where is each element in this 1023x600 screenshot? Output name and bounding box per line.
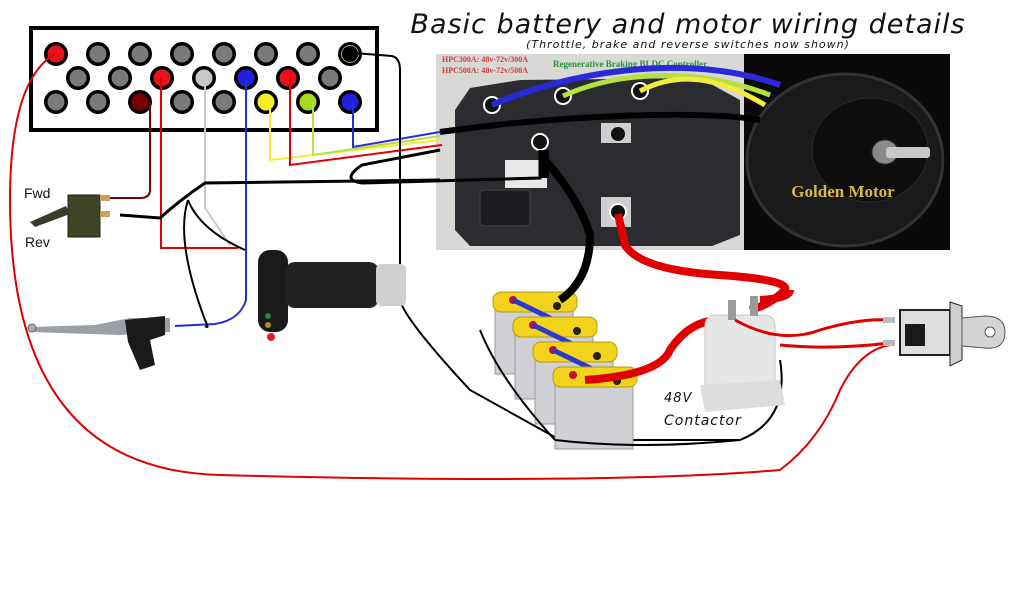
phase-wire-yellow — [638, 76, 767, 108]
diagram-subtitle: (Throttle, brake and reverse switches no… — [526, 38, 850, 51]
wire-throttle-signal — [204, 78, 231, 246]
controller-plug-socket — [479, 189, 531, 227]
spec-line-2: HPC500A: 48v-72v/500A — [442, 66, 528, 75]
key-icon[interactable] — [961, 315, 1006, 349]
motor-shaft — [886, 147, 930, 158]
connector-pin-gray — [215, 93, 233, 111]
connector-pin-gray — [215, 45, 233, 63]
switch-terminal-rev — [100, 211, 110, 217]
battery-negative-terminal — [573, 327, 581, 335]
connector-pin-gray — [47, 93, 65, 111]
key-hole — [984, 326, 996, 338]
battery-ground-wire — [479, 329, 741, 446]
contactor-voltage-label: 48V — [664, 391, 693, 406]
rev-label: Rev — [25, 234, 50, 250]
motor-brand-label: Golden Motor — [791, 182, 895, 201]
brake-lever-clamp — [125, 316, 165, 370]
throttle-led-yellow — [265, 322, 271, 328]
connector-pin-gray — [89, 93, 107, 111]
wire-hall-green — [312, 102, 441, 157]
switch-body — [67, 194, 101, 238]
wire-ground — [119, 178, 441, 220]
diagram-title: Basic battery and motor wiring details — [410, 9, 965, 40]
wire-contactor-coil-to-key — [779, 341, 891, 349]
connector-pin-yellow — [257, 93, 275, 111]
switch-terminal-fwd — [100, 195, 110, 201]
battery-negative-terminal — [593, 352, 601, 360]
fwd-label: Fwd — [24, 185, 50, 201]
battery-body — [554, 378, 634, 450]
wire-hall-red — [289, 78, 443, 167]
connector-pin-gray — [89, 45, 107, 63]
battery-negative-cable — [541, 150, 595, 304]
connector-pin-blue — [341, 93, 359, 111]
contactor-base — [700, 380, 785, 412]
fwd-rev-switch[interactable] — [30, 194, 110, 238]
connector-pin-gray — [173, 45, 191, 63]
throttle-led-green — [265, 313, 271, 319]
wire-brake-signal — [174, 78, 247, 327]
battery-positive-terminal — [569, 371, 577, 379]
key-switch-bezel — [949, 301, 963, 367]
connector-pin-gray — [69, 69, 87, 87]
throttle-housing — [258, 250, 288, 332]
wire-hall-yellow — [269, 102, 441, 162]
key-switch[interactable] — [883, 301, 1006, 367]
brake-lever[interactable] — [27, 316, 170, 370]
connector-pin-red — [279, 69, 297, 87]
terminal-b-plus — [611, 127, 625, 141]
battery-pack — [492, 291, 638, 450]
connector-pin-gray — [131, 45, 149, 63]
battery-positive-cable — [584, 316, 721, 384]
hall-sensor-cable — [439, 111, 761, 135]
throttle-end-cap — [376, 264, 406, 306]
connector-pin-darkred — [131, 93, 149, 111]
switch-toggle-lever[interactable] — [30, 206, 70, 227]
wire-fwd — [110, 102, 151, 199]
key-switch-terminal-1 — [883, 317, 895, 323]
connector-pin-gray — [321, 69, 339, 87]
controller-feature-text: Regenerative Braking BLDC Controller — [553, 59, 707, 69]
connector-pin-gray — [257, 45, 275, 63]
connector-pin-gray — [299, 45, 317, 63]
wire-key-switch-feed — [8, 53, 891, 480]
wire-brake-ground — [183, 199, 209, 329]
wire-hall-blue — [352, 102, 441, 149]
key-switch-shadow — [905, 324, 925, 346]
contactor — [700, 289, 794, 412]
key-switch-terminal-2 — [883, 340, 895, 346]
brake-lever-tip — [27, 323, 37, 333]
contactor-stud-1 — [728, 300, 736, 320]
connector-pin-gray — [173, 93, 191, 111]
spec-line-1: HPC300A: 48v-72v/300A — [442, 55, 528, 64]
throttle-led-red — [267, 333, 275, 341]
connector-pin-red — [47, 45, 65, 63]
phase-wire-blue — [490, 64, 781, 108]
throttle-grip[interactable] — [285, 262, 379, 308]
wire-contactor-coil — [353, 52, 783, 441]
contactor-out-cable — [759, 289, 794, 304]
battery-negative-terminal — [553, 302, 561, 310]
connector-pin-gray — [111, 69, 129, 87]
wire-hall-ground-loop — [349, 148, 542, 185]
contactor-stud-2 — [750, 296, 758, 316]
wire-contactor-to-key — [734, 318, 891, 338]
terminal-b-minus — [531, 133, 549, 151]
wire-throttle-power — [160, 78, 238, 249]
wire-throttle-ground — [187, 199, 246, 251]
motor: Golden Motor — [744, 54, 950, 250]
phase-wire-green — [561, 73, 771, 99]
throttle[interactable] — [258, 250, 406, 341]
contactor-name-label: Contactor — [664, 413, 742, 429]
